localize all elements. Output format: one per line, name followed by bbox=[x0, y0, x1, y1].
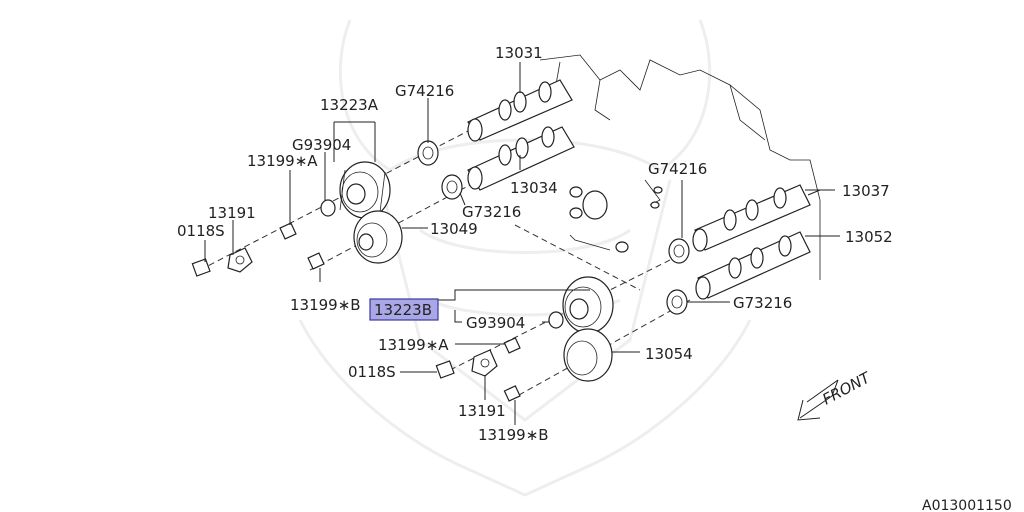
diagram-code: A013001150 bbox=[922, 498, 1012, 512]
o-ring-g93904-upper bbox=[320, 199, 336, 217]
label-g74216-right: G74216 bbox=[648, 160, 707, 178]
label-13034: 13034 bbox=[510, 179, 558, 197]
cam-sprocket-13223a bbox=[339, 161, 391, 219]
label-0118s-upper: 0118S bbox=[177, 222, 225, 240]
front-arrow-icon bbox=[797, 379, 839, 421]
label-13037: 13037 bbox=[842, 182, 890, 200]
label-13199b-lower: 13199∗B bbox=[478, 426, 549, 444]
label-13199a-lower: 13199∗A bbox=[378, 336, 449, 354]
label-g73216-right: G73216 bbox=[733, 294, 792, 312]
bracket-13191-lower bbox=[471, 349, 498, 377]
camshaft-lower-right bbox=[695, 231, 811, 300]
label-13031: 13031 bbox=[495, 44, 543, 62]
label-13199b-upper: 13199∗B bbox=[290, 296, 361, 314]
label-13223a: 13223A bbox=[320, 96, 379, 114]
oil-seal-g73216-left bbox=[441, 174, 463, 200]
label-13191-lower: 13191 bbox=[458, 402, 506, 420]
label-front: FRONT bbox=[819, 368, 874, 409]
bolt-0118s-upper bbox=[191, 258, 211, 277]
label-13054: 13054 bbox=[645, 345, 693, 363]
bracket-13191-upper bbox=[227, 247, 253, 273]
bolt-0118s-lower bbox=[435, 360, 455, 379]
bolt-13199b-upper bbox=[307, 252, 325, 270]
label-13049: 13049 bbox=[430, 220, 478, 238]
bolt-13199a-upper bbox=[279, 222, 297, 240]
label-g93904-upper: G93904 bbox=[292, 136, 351, 154]
cam-sprocket-13223b bbox=[562, 276, 614, 334]
lifter-parts bbox=[569, 179, 663, 253]
cam-pulley-13054 bbox=[563, 328, 613, 382]
highlight-box-13223b bbox=[369, 298, 439, 321]
camshaft-upper-left bbox=[467, 79, 573, 142]
label-g74216-upper: G74216 bbox=[395, 82, 454, 100]
bolt-13199a-lower bbox=[503, 337, 521, 354]
label-13052: 13052 bbox=[845, 228, 893, 246]
cam-pulley-13049 bbox=[353, 210, 403, 264]
camshaft-lower-left bbox=[467, 126, 575, 191]
label-0118s-lower: 0118S bbox=[348, 363, 396, 381]
o-ring-g93904-lower bbox=[548, 311, 564, 329]
label-13199a-upper: 13199∗A bbox=[247, 152, 318, 170]
camshaft-upper-right bbox=[692, 184, 811, 252]
oil-seal-g73216-right bbox=[666, 289, 688, 315]
oil-seal-g74216-right bbox=[668, 238, 690, 264]
oil-seal-g74216-left bbox=[417, 140, 439, 166]
label-13191-upper: 13191 bbox=[208, 204, 256, 222]
label-13223b: 13223B bbox=[374, 301, 432, 319]
bolt-13199b-lower bbox=[503, 385, 521, 402]
leader-lines bbox=[204, 62, 840, 425]
label-g93904-lower: G93904 bbox=[466, 314, 525, 332]
label-g73216-upper: G73216 bbox=[462, 203, 521, 221]
engine-block-outline bbox=[539, 54, 821, 280]
